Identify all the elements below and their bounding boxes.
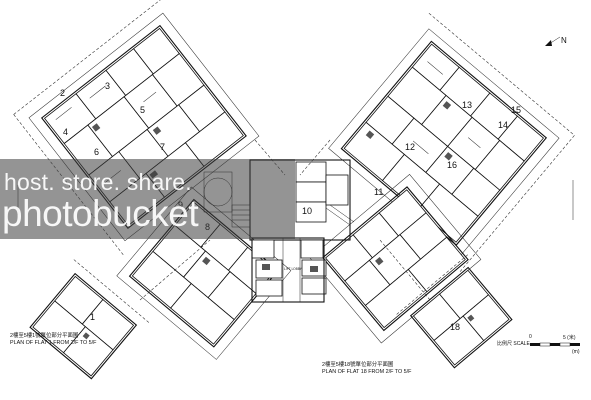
scale-title-en: SCALE — [513, 341, 530, 347]
north-arrow: N — [545, 36, 567, 46]
flat-number-10: 10 — [302, 206, 312, 216]
flat-number-6: 6 — [94, 147, 99, 157]
flat-number-2: 2 — [60, 88, 65, 98]
flat-number-4: 4 — [63, 127, 68, 137]
wing-upper-right — [328, 12, 575, 274]
caption-flat-18-cn: 2樓至5樓18號單位部分平面圖 — [322, 362, 394, 368]
flat-number-14: 14 — [498, 120, 508, 130]
caption-flat-1-en: PLAN OF FLAT 1 FROM 2/F TO 5/F — [10, 340, 97, 346]
flat-number-18: 18 — [450, 322, 460, 332]
flat-number-9: 9 — [178, 200, 183, 210]
flat-number-15: 15 — [511, 105, 521, 115]
central-core — [203, 159, 355, 303]
north-label: N — [561, 36, 567, 45]
scale-bar — [530, 342, 580, 347]
wing-upper-left — [13, 0, 260, 257]
caption-flat-1-cn: 2樓至5樓1號單位部分平面圖 — [10, 333, 79, 339]
scale-title-cn: 比例尺 — [497, 341, 513, 347]
flat-number-13: 13 — [462, 100, 472, 110]
flat-number-11: 11 — [374, 187, 383, 197]
scale-unit: (m) — [572, 349, 580, 355]
flat-number-7: 7 — [160, 142, 165, 152]
wing-lower-right — [309, 174, 482, 344]
lift-lobby-label: LIFT LOBBY — [284, 267, 302, 271]
caption-flat-18-en: PLAN OF FLAT 18 FROM 2/F TO 5/F — [322, 369, 412, 375]
wing-lower-right-tip — [396, 253, 513, 369]
scale-title: 比例尺 SCALE — [497, 340, 530, 347]
flat-number-1: 1 — [90, 312, 95, 322]
flat-number-3: 3 — [105, 81, 110, 91]
flat-number-12: 12 — [405, 142, 415, 152]
caption-flat-1: 2樓至5樓1號單位部分平面圖 PLAN OF FLAT 1 FROM 2/F T… — [10, 333, 96, 347]
scale-end: 5 (米) — [563, 335, 576, 341]
wing-lower-left-tip — [29, 259, 151, 380]
flat-number-16: 16 — [447, 160, 457, 170]
flat-number-8: 8 — [205, 222, 210, 232]
flat-number-5: 5 — [140, 105, 145, 115]
caption-flat-18: 2樓至5樓18號單位部分平面圖 PLAN OF FLAT 18 FROM 2/F… — [322, 362, 411, 376]
scale-start: 0 — [529, 334, 532, 340]
